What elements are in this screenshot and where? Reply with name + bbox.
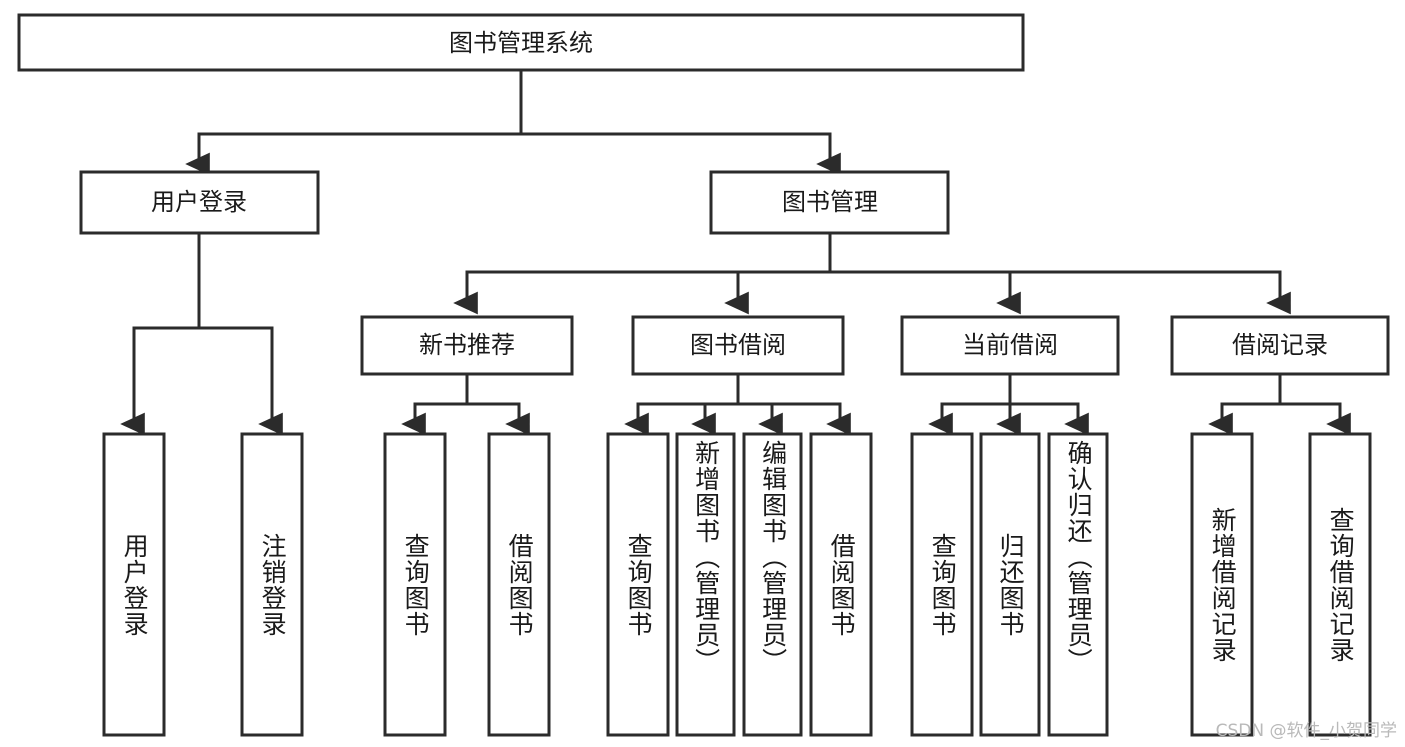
node-root-label: 图书管理系统 (449, 29, 593, 57)
leaf-box[interactable] (1190, 432, 1254, 737)
node-borrow-record[interactable]: 借阅记录 (1170, 315, 1390, 376)
leaf-current-borrow-0[interactable] (910, 432, 974, 737)
node-root-box[interactable] (17, 13, 1025, 72)
leaf-box[interactable] (675, 432, 736, 737)
leaf-box[interactable] (1047, 432, 1109, 737)
node-current-borrow[interactable]: 当前借阅 (900, 315, 1120, 376)
connector-book-management-to-level3 (453, 231, 1291, 315)
leaf-book-borrow-0[interactable] (606, 432, 670, 737)
leaf-borrow-record-0[interactable] (1190, 432, 1254, 737)
node-user-login-box[interactable] (79, 170, 320, 235)
leaf-current-borrow-2[interactable] (1047, 432, 1109, 737)
leaf-box[interactable] (979, 432, 1041, 737)
leaf-box[interactable] (809, 432, 873, 737)
connector-borrow-record-to-leaves (1208, 372, 1351, 436)
node-root[interactable]: 图书管理系统 (17, 13, 1025, 72)
leaf-box[interactable] (742, 432, 803, 737)
node-book-borrow-label: 图书借阅 (690, 331, 786, 359)
connector-current-borrow-to-leaves (928, 372, 1089, 436)
node-current-borrow-label: 当前借阅 (962, 331, 1058, 359)
leaf-box[interactable] (487, 432, 551, 737)
leaf-user-login-0[interactable] (102, 432, 166, 737)
leaf-box[interactable] (240, 432, 304, 737)
leaf-box[interactable] (102, 432, 166, 737)
node-current-borrow-box[interactable] (900, 315, 1120, 376)
node-book-management[interactable]: 图书管理 (709, 170, 950, 235)
leaf-current-borrow-1[interactable] (979, 432, 1041, 737)
leaf-box[interactable] (606, 432, 670, 737)
leaf-new-book-0[interactable] (383, 432, 447, 737)
node-new-book-recommend-box[interactable] (360, 315, 574, 376)
leaf-new-book-1[interactable] (487, 432, 551, 737)
leaf-box[interactable] (910, 432, 974, 737)
connector-root-to-level2 (185, 68, 841, 176)
node-new-book-recommend-label: 新书推荐 (419, 331, 515, 359)
leaf-borrow-record-1[interactable] (1308, 432, 1372, 737)
leaf-book-borrow-3[interactable] (809, 432, 873, 737)
connector-book-borrow-to-leaves (624, 372, 851, 436)
node-book-management-label: 图书管理 (782, 188, 878, 216)
leaf-book-borrow-2[interactable] (742, 432, 803, 737)
connector-new-book-to-leaves (401, 372, 530, 436)
node-book-borrow[interactable]: 图书借阅 (631, 315, 845, 376)
leaf-box[interactable] (383, 432, 447, 737)
node-user-login[interactable]: 用户登录 (79, 170, 320, 235)
node-new-book-recommend[interactable]: 新书推荐 (360, 315, 574, 376)
node-user-login-label: 用户登录 (151, 188, 247, 216)
node-borrow-record-label: 借阅记录 (1232, 331, 1328, 359)
leaf-user-login-1[interactable] (240, 432, 304, 737)
leaf-box[interactable] (1308, 432, 1372, 737)
leaf-book-borrow-1[interactable] (675, 432, 736, 737)
connector-user-login-to-leaves (120, 231, 283, 436)
